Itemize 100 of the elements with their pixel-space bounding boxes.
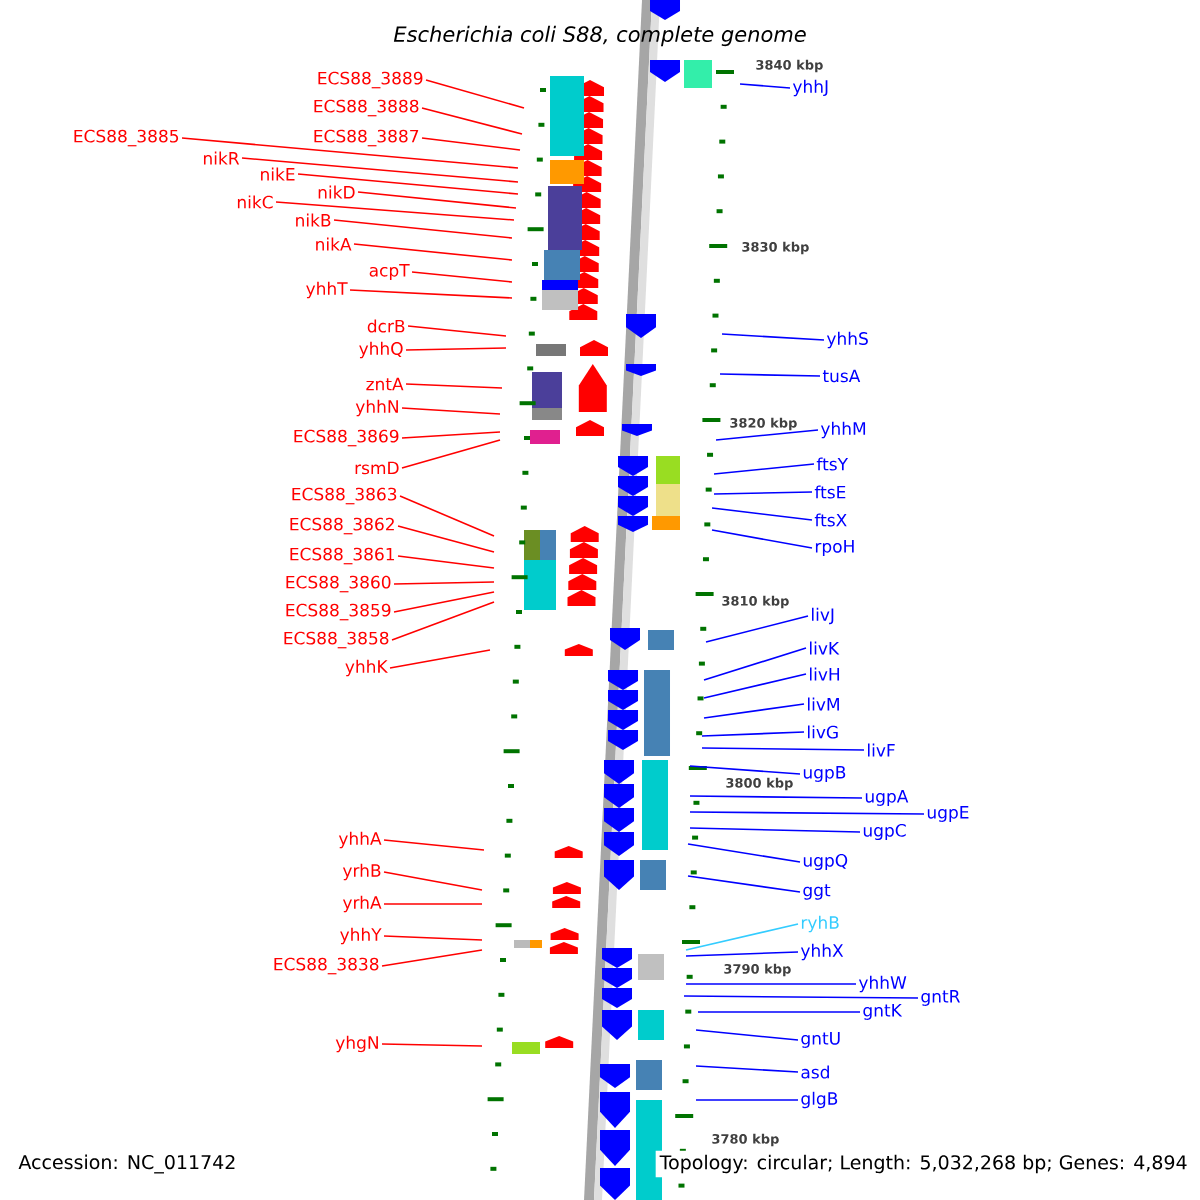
leader-line [421,107,523,135]
leader-line [689,765,801,775]
leader-line [401,439,501,469]
leader-line [357,191,517,209]
leader-line [353,243,513,261]
gene-label: ftsY [816,457,849,471]
gene-label: gntR [921,990,960,1006]
gene-label: dcrB [367,319,405,333]
leader-line [393,581,495,585]
gene-label: gntK [863,1004,903,1020]
leader-line [705,615,809,643]
leader-line [397,555,495,569]
gene-label: nikD [318,185,355,199]
title: Escherichia coli S88, complete genome [393,25,806,47]
leader-line [297,173,519,195]
gene-label: yhhK [345,659,388,677]
gene-label: ugpQ [803,853,848,871]
leader-line [383,903,483,905]
leader-line [703,647,807,681]
leader-line [695,1065,799,1073]
leader-line [697,1011,861,1013]
leader-line [689,795,863,799]
gene-label: yhhW [858,975,907,993]
gene-label: ggt [803,884,831,900]
gene-label: yhhJ [792,79,828,97]
leader-line [713,491,813,495]
gene-label: ECS88_3859 [286,603,391,621]
gene-label: ftsE [814,485,846,499]
gene-label: asd [801,1065,829,1079]
gene-label: yhhQ [359,341,403,359]
gene-label: livG [808,725,838,739]
leader-line [383,871,483,891]
leader-line [393,591,495,613]
gene-label: ugpB [803,766,846,782]
leader-line [389,649,491,669]
gene-label: ECS88_3887 [314,129,419,147]
gene-label: ECS88_3863 [292,487,397,505]
leader-line [721,333,825,341]
leader-line [715,429,819,441]
gene-label: ECS88_3885 [74,129,179,147]
gene-label: yhhN [355,399,398,417]
gene-label: ECS88_3860 [286,575,391,593]
leader-line [687,843,801,863]
gene-label: yrhB [342,863,381,881]
gene-label: gntU [801,1032,840,1048]
leader-line [383,839,485,851]
leader-line [701,747,865,751]
leader-line [703,673,807,699]
gene-label: livH [810,667,840,681]
gene-label: ECS88_3889 [318,71,423,89]
gene-label: livM [808,697,839,711]
gene-label: ugpA [865,790,909,806]
accession-text: Accession: NC_011742 [14,1150,241,1178]
gene-label: ECS88_3888 [314,99,419,117]
leader-line [397,525,495,553]
gene-label: ECS88_3869 [294,429,399,447]
leader-line [685,923,799,951]
leader-line [695,1029,799,1041]
gene-label: ryhB [801,915,839,933]
leader-line [381,1043,483,1047]
leader-line [391,601,495,641]
leader-line [401,407,501,415]
leader-line [687,875,801,893]
gene-label: glgB [801,1091,838,1109]
leader-line [349,289,513,299]
gene-label: ugpE [927,806,969,822]
gene-label: tusA [822,369,861,383]
leader-line [405,383,503,389]
caption: Topology: circular; Length: 5,032,268 bp; Genes: 4,894 [655,1150,1192,1178]
leader-line [275,201,515,221]
gene-label: yhhX [800,943,844,961]
leader-line [711,507,813,521]
leader-line [685,951,799,957]
gene-label: yhhY [340,927,382,945]
gene-label: nikC [237,195,273,209]
leader-line [739,83,791,89]
leader-line [241,157,519,183]
leader-line [381,949,483,967]
leader-line [711,529,813,549]
leader-line [683,995,919,999]
leader-line [719,373,821,377]
leader-line [401,431,501,439]
gene-label: rsmD [355,461,399,475]
gene-label: nikR [204,151,240,165]
leader-line [689,827,861,833]
gene-label: rpoH [815,540,854,556]
gene-label: ftsX [814,513,847,527]
leader-line [701,731,805,737]
leader-line [421,137,521,151]
leader-line [399,495,495,537]
gene-label: ECS88_3838 [274,957,379,975]
gene-label: livJ [812,607,834,625]
gene-label: ECS88_3861 [290,547,394,565]
leader-line [713,463,815,475]
gene-label: yhhM [820,421,866,439]
leader-line [703,703,805,719]
gene-label: ECS88_3862 [290,517,394,535]
gene-label: yhhA [338,831,382,849]
leader-line [425,79,525,109]
gene-label: yhhT [306,281,348,299]
